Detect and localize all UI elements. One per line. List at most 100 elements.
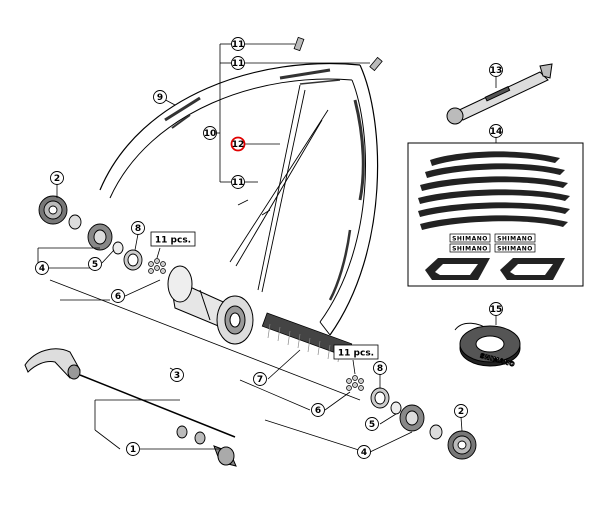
callout-circle — [50, 171, 64, 185]
right-nipple-cluster — [346, 375, 364, 391]
callout-c4b: 4 — [357, 445, 371, 459]
rim-spoke-nipple-top — [293, 36, 305, 52]
callout-number: 8 — [135, 224, 141, 234]
callout-circle — [231, 175, 245, 189]
left-seal-ring — [123, 249, 143, 271]
callout-circle — [357, 445, 371, 459]
callout-circle — [126, 442, 140, 456]
callout-circle — [230, 136, 246, 152]
right-lock-ring — [447, 430, 477, 460]
callout-c6a: 6 — [111, 289, 125, 303]
callout-number: 2 — [458, 407, 464, 417]
callout-circle — [489, 124, 503, 138]
leader-lines — [37, 43, 497, 453]
callout-c1: 1 — [126, 442, 140, 456]
decal-stripes — [418, 151, 570, 230]
right-bearing — [399, 404, 425, 432]
callout-circle — [311, 403, 325, 417]
quick-release-nut — [213, 445, 237, 467]
callout-c8b: 8 — [373, 361, 387, 375]
freehub-spline — [261, 312, 353, 363]
callout-circle — [35, 261, 49, 275]
callout-c3: 3 — [170, 368, 184, 382]
callout-number: 10 — [204, 129, 217, 139]
callout-number: 11 — [232, 40, 245, 50]
left-washer — [68, 214, 82, 230]
callout-number: 8 — [377, 364, 383, 374]
callout-circle — [111, 289, 125, 303]
callout-c5a: 5 — [88, 257, 102, 271]
callout-circle — [454, 404, 468, 418]
callout-circle — [131, 221, 145, 235]
callout-number: 5 — [369, 420, 375, 430]
callout-number: 15 — [490, 305, 503, 315]
callout-c11a: 11 — [231, 37, 245, 51]
decal-brand-b: SHIMANO — [497, 236, 533, 243]
callout-circle — [373, 361, 387, 375]
callout-circle — [170, 368, 184, 382]
callout-number: 5 — [92, 260, 98, 270]
qty-box-right: 11 pcs. — [333, 344, 379, 360]
left-lock-ring — [38, 195, 68, 225]
callout-number: 6 — [115, 292, 121, 302]
decal-logo-shapes — [425, 258, 565, 280]
callout-c10: 10 — [203, 126, 217, 140]
callout-number: 13 — [490, 66, 503, 76]
callout-number: 11 — [232, 59, 245, 69]
decal-brand-a: SHIMANO — [452, 236, 488, 243]
callout-number: 12 — [232, 140, 245, 150]
callout-number: 14 — [490, 127, 503, 137]
callout-c13: 13 — [489, 63, 503, 77]
callout-circle — [153, 90, 167, 104]
callout-c15: 15 — [489, 302, 503, 316]
callout-number: 6 — [315, 406, 321, 416]
callout-number: 11 — [232, 178, 245, 188]
callout-circle — [203, 126, 217, 140]
decal-brand-d: SHIMANO — [497, 246, 533, 253]
callout-number: 7 — [257, 375, 263, 385]
right-seal-ring — [370, 387, 390, 409]
left-nipple-cluster — [148, 258, 166, 274]
callout-circle — [365, 417, 379, 431]
hub-body — [167, 265, 254, 345]
callout-c2b: 2 — [454, 404, 468, 418]
callout-circle — [231, 56, 245, 70]
quick-release-lever — [24, 348, 81, 380]
callout-c2a: 2 — [50, 171, 64, 185]
rim — [99, 62, 379, 336]
callout-circle — [253, 372, 267, 386]
callout-circle — [231, 37, 245, 51]
callout-c6b: 6 — [311, 403, 325, 417]
spokes — [229, 84, 329, 293]
qty-box-left: 11 pcs. — [150, 231, 196, 247]
callout-circle — [88, 257, 102, 271]
callout-number: 3 — [174, 371, 180, 381]
left-bearing — [87, 223, 113, 251]
callout-c7: 7 — [253, 372, 267, 386]
callout-c12: 12 — [230, 136, 246, 152]
callout-circle — [489, 63, 503, 77]
spoke-wrench — [446, 63, 553, 125]
callout-number: 2 — [54, 174, 60, 184]
quick-release-skewer — [79, 374, 236, 438]
callout-c5b: 5 — [365, 417, 379, 431]
left-small-washer — [112, 241, 124, 255]
decal-brand-labels: SHIMANO SHIMANO SHIMANO SHIMANO — [449, 233, 536, 253]
callout-number: 4 — [39, 264, 45, 274]
right-small-washer — [390, 401, 402, 415]
qty-label-left: 11 pcs. — [155, 236, 191, 246]
callout-c14: 14 — [489, 124, 503, 138]
callout-circle — [489, 302, 503, 316]
callout-c4a: 4 — [35, 261, 49, 275]
callout-number: 9 — [157, 93, 163, 103]
rim-spoke-nipple-right — [369, 56, 383, 72]
callout-c11c: 11 — [231, 175, 245, 189]
quick-release-spring — [176, 425, 206, 445]
qty-label-right: 11 pcs. — [338, 349, 374, 359]
callout-c11b: 11 — [231, 56, 245, 70]
callout-number: 1 — [130, 445, 136, 455]
callout-c9: 9 — [153, 90, 167, 104]
